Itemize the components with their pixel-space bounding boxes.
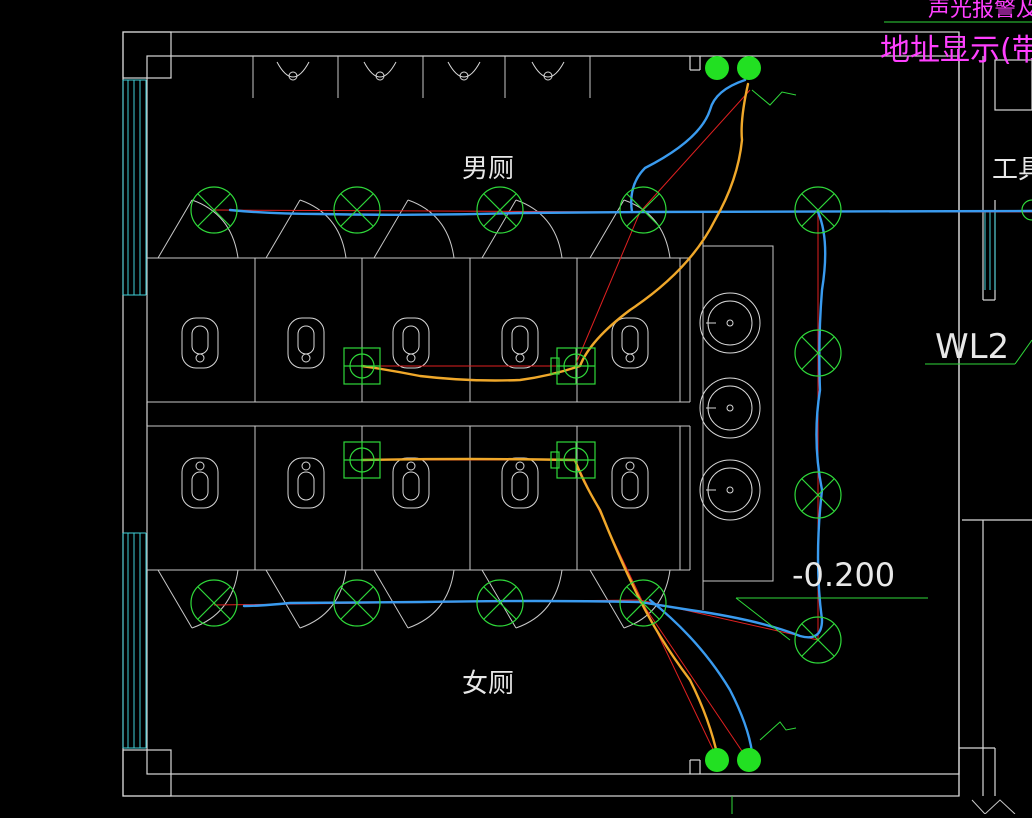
- alarm-device-icon[interactable]: [705, 748, 729, 772]
- window-left-top: [122, 79, 147, 296]
- light-fixture-icon[interactable]: [1021, 199, 1032, 221]
- header-fragment-2: 地址显示(带复位: [880, 33, 1032, 68]
- men-room-label: 男厕: [462, 154, 514, 184]
- light-fixture-icon[interactable]: [333, 579, 381, 627]
- junction-box-icon[interactable]: [343, 441, 381, 479]
- light-fixture-icon[interactable]: [476, 579, 524, 627]
- alarm-device-icon[interactable]: [737, 748, 761, 772]
- squat-toilet-icon: [501, 317, 539, 369]
- light-fixture-icon[interactable]: [794, 329, 842, 377]
- squat-toilet-icon: [611, 317, 649, 369]
- washbasin-counter: [699, 212, 774, 610]
- light-fixture-icon[interactable]: [333, 186, 381, 234]
- urinal-icon: [531, 61, 565, 81]
- squat-toilet-icon: [392, 317, 430, 369]
- squat-toilet-icon: [287, 457, 325, 509]
- light-fixture-icon[interactable]: [619, 186, 667, 234]
- junction-box-icon[interactable]: [343, 347, 381, 385]
- squat-toilet-icon: [181, 317, 219, 369]
- light-fixture-icon[interactable]: [794, 186, 842, 234]
- alarm-device-icon[interactable]: [737, 56, 761, 80]
- alarm-devices: [705, 56, 797, 772]
- orange-wire: [360, 82, 750, 760]
- men-stalls: [146, 199, 691, 403]
- women-room-label: 女厕: [462, 669, 514, 699]
- window-left-bottom: [122, 532, 147, 749]
- circuit-label: WL2: [935, 327, 1009, 367]
- light-fixture-icon[interactable]: [794, 471, 842, 519]
- tool-room-label: 工具: [992, 155, 1032, 185]
- squat-toilet-icon: [392, 457, 430, 509]
- light-fixture-icon[interactable]: [794, 616, 842, 664]
- squat-toilet-icon: [287, 317, 325, 369]
- light-fixture-icon[interactable]: [190, 186, 238, 234]
- urinal-row: [252, 56, 591, 98]
- squat-toilets: [181, 317, 649, 509]
- light-fixture-icon[interactable]: [190, 579, 238, 627]
- women-stalls: [146, 425, 691, 629]
- blue-wire: [228, 78, 1032, 754]
- urinal-icon: [363, 61, 397, 81]
- alarm-device-icon[interactable]: [705, 56, 729, 80]
- light-fixture-icon[interactable]: [619, 579, 667, 627]
- urinal-icon: [447, 61, 481, 81]
- window-right: [984, 212, 996, 290]
- leader-lines: [731, 21, 1032, 815]
- junction-boxes: [343, 347, 596, 479]
- squat-toilet-icon: [181, 457, 219, 509]
- light-fixture-icon[interactable]: [476, 186, 524, 234]
- washbasin-icon: [699, 377, 761, 439]
- washbasin-icon: [699, 292, 761, 354]
- washbasin-icon: [699, 459, 761, 521]
- urinal-icon: [276, 61, 310, 81]
- squat-toilet-icon: [611, 457, 649, 509]
- junction-box-icon[interactable]: [550, 347, 596, 385]
- red-wiring: [213, 89, 1032, 761]
- squat-toilet-icon: [501, 457, 539, 509]
- header-fragment-1: 声光报警及: [928, 0, 1032, 22]
- ceiling-lights: [190, 186, 1032, 664]
- building-walls: [122, 31, 1032, 797]
- junction-box-icon[interactable]: [550, 441, 596, 479]
- elevation-label: -0.200: [792, 556, 895, 594]
